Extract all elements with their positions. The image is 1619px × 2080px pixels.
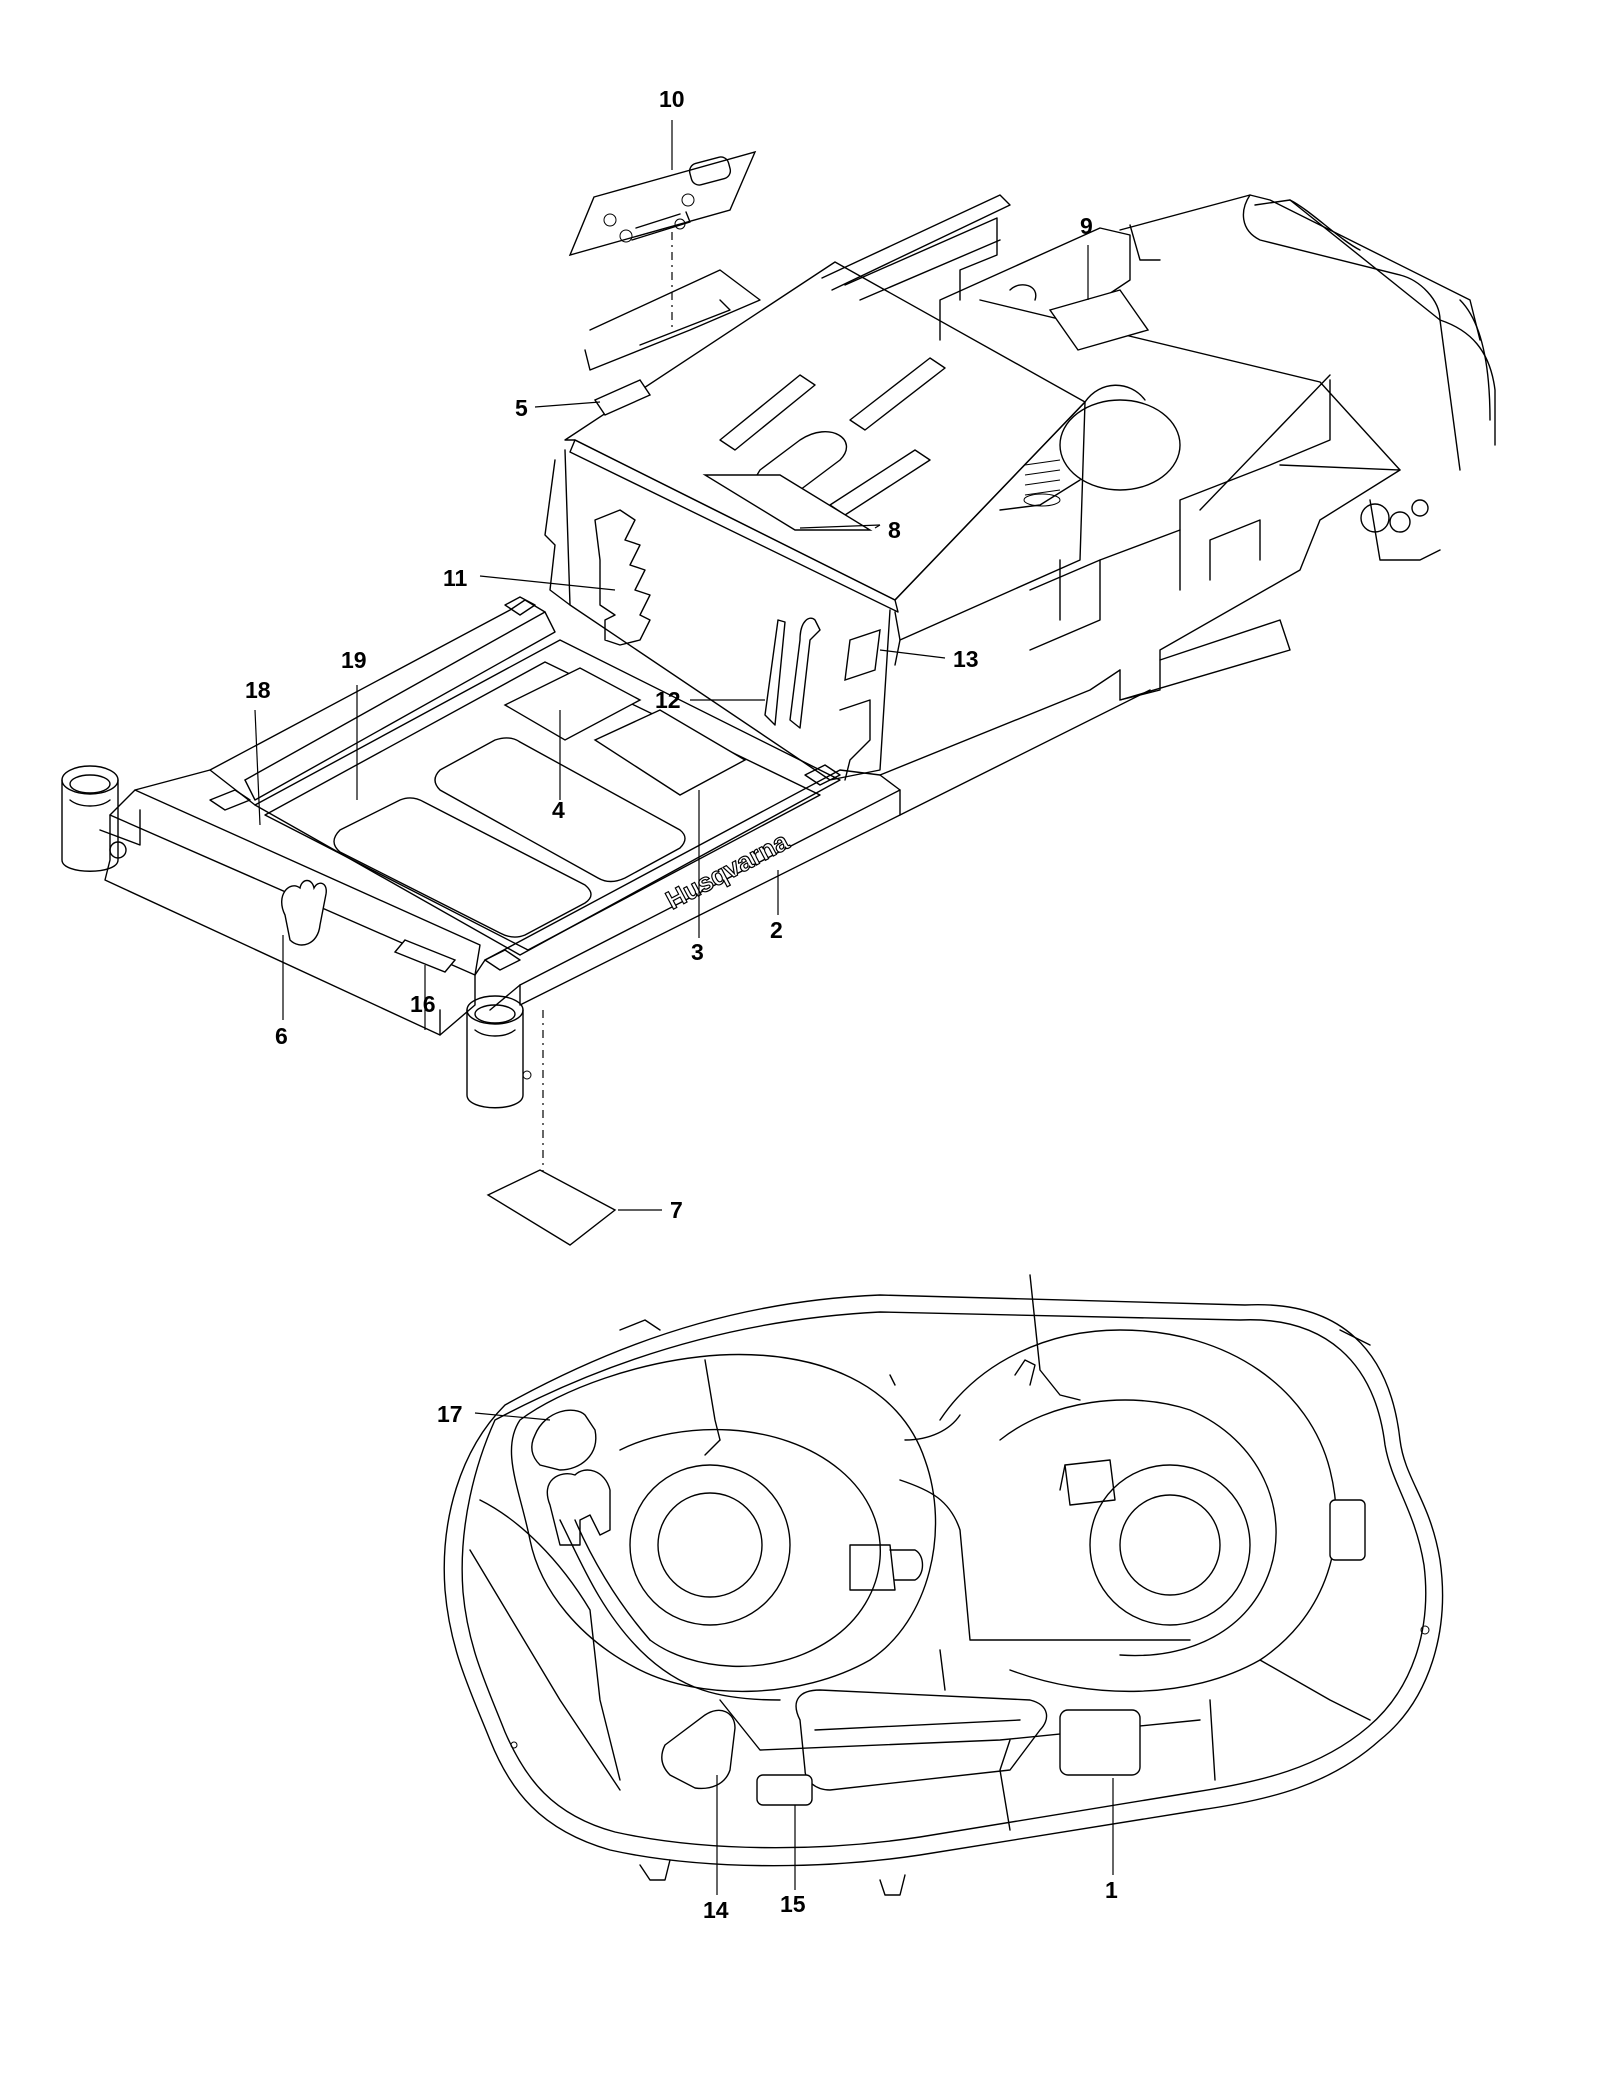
leader-lines bbox=[254, 120, 1114, 1895]
decal-15 bbox=[756, 1774, 813, 1806]
decal-14 bbox=[661, 1709, 736, 1790]
floor-pad-3 bbox=[593, 709, 747, 796]
frame-rails bbox=[99, 596, 1151, 1036]
seat-pan bbox=[564, 261, 1086, 613]
cutting-deck bbox=[443, 1274, 1444, 1896]
decal-9 bbox=[1048, 289, 1150, 351]
callout-16: 16 bbox=[410, 991, 436, 1017]
callout-5: 5 bbox=[515, 395, 528, 421]
decal-10-plate bbox=[568, 150, 757, 257]
callout-8: 8 bbox=[888, 517, 901, 543]
seat-side-right bbox=[894, 384, 1146, 666]
seat-spring bbox=[1023, 459, 1061, 507]
callout-15: 15 bbox=[780, 1891, 806, 1917]
caster-left bbox=[61, 765, 119, 872]
callout-19: 19 bbox=[341, 647, 367, 673]
floor-pad-19 bbox=[333, 797, 592, 938]
decal-1 bbox=[1059, 1709, 1141, 1776]
callout-10: 10 bbox=[659, 86, 685, 112]
decal-5 bbox=[593, 379, 652, 416]
callout-9: 9 bbox=[1080, 213, 1093, 239]
callout-14: 14 bbox=[703, 1897, 729, 1923]
callout-11: 11 bbox=[443, 565, 468, 591]
callout-1: 1 bbox=[1105, 1877, 1118, 1903]
callout-12: 12 bbox=[655, 687, 681, 713]
decal-13 bbox=[844, 628, 881, 682]
callout-7: 7 bbox=[670, 1197, 683, 1223]
callout-3: 3 bbox=[691, 939, 704, 965]
caster-right bbox=[466, 995, 532, 1109]
callout-labels: 10 9 5 8 11 13 12 19 18 4 3 2 6 16 7 17 … bbox=[245, 86, 1118, 1923]
decal-17 bbox=[531, 1409, 597, 1471]
floor-pad-4-left bbox=[503, 667, 642, 741]
floor-pad-4 bbox=[434, 737, 686, 883]
decal-7 bbox=[486, 1169, 617, 1246]
callout-6: 6 bbox=[275, 1023, 288, 1049]
decal-8 bbox=[702, 474, 873, 531]
callout-4: 4 bbox=[552, 797, 565, 823]
decal-6 bbox=[281, 879, 327, 946]
callout-18: 18 bbox=[245, 677, 271, 703]
rear-frame bbox=[821, 194, 1496, 701]
callout-2: 2 bbox=[770, 917, 783, 943]
callout-13: 13 bbox=[953, 646, 979, 672]
deck-pad-right bbox=[1329, 1499, 1366, 1561]
callout-17: 17 bbox=[437, 1401, 463, 1427]
chassis-assembly: Husqvarna bbox=[61, 150, 1496, 1246]
decal-16 bbox=[393, 939, 457, 973]
